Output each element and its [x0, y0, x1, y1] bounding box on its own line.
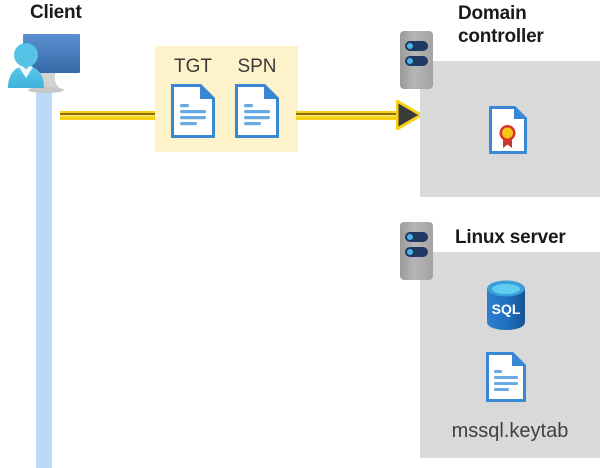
- tgt-label: TGT: [174, 56, 212, 77]
- arrow-line-left-segment: [60, 111, 156, 120]
- client-lifeline: [36, 84, 52, 468]
- domain-controller-server-icon: [400, 31, 433, 89]
- server-led-pill-bottom: [405, 247, 428, 257]
- tgt-document-icon: [171, 84, 215, 138]
- client-title: Client: [30, 2, 82, 23]
- spn-label: SPN: [237, 56, 277, 77]
- certificate-document-icon: [489, 106, 527, 154]
- server-led-pill-top: [405, 232, 428, 242]
- server-led-pill-bottom: [405, 56, 428, 66]
- arrow-line-right-segment: [296, 111, 401, 120]
- sql-database-icon: SQL: [484, 279, 528, 331]
- dc-title-line-1: Domain: [458, 3, 527, 24]
- linux-server-server-icon: [400, 222, 433, 280]
- arrow-head-icon: [395, 98, 424, 132]
- dc-title-line-2: controller: [458, 26, 544, 47]
- spn-document-icon: [235, 84, 279, 138]
- server-led-pill-top: [405, 41, 428, 51]
- keytab-document-icon: [486, 352, 526, 402]
- linux-server-title: Linux server: [455, 227, 566, 248]
- client-user-monitor-icon: [4, 26, 86, 94]
- svg-text:SQL: SQL: [492, 301, 521, 317]
- kerberos-ticket-box: TGT SPN: [155, 46, 298, 152]
- keytab-filename-caption: mssql.keytab: [451, 420, 569, 442]
